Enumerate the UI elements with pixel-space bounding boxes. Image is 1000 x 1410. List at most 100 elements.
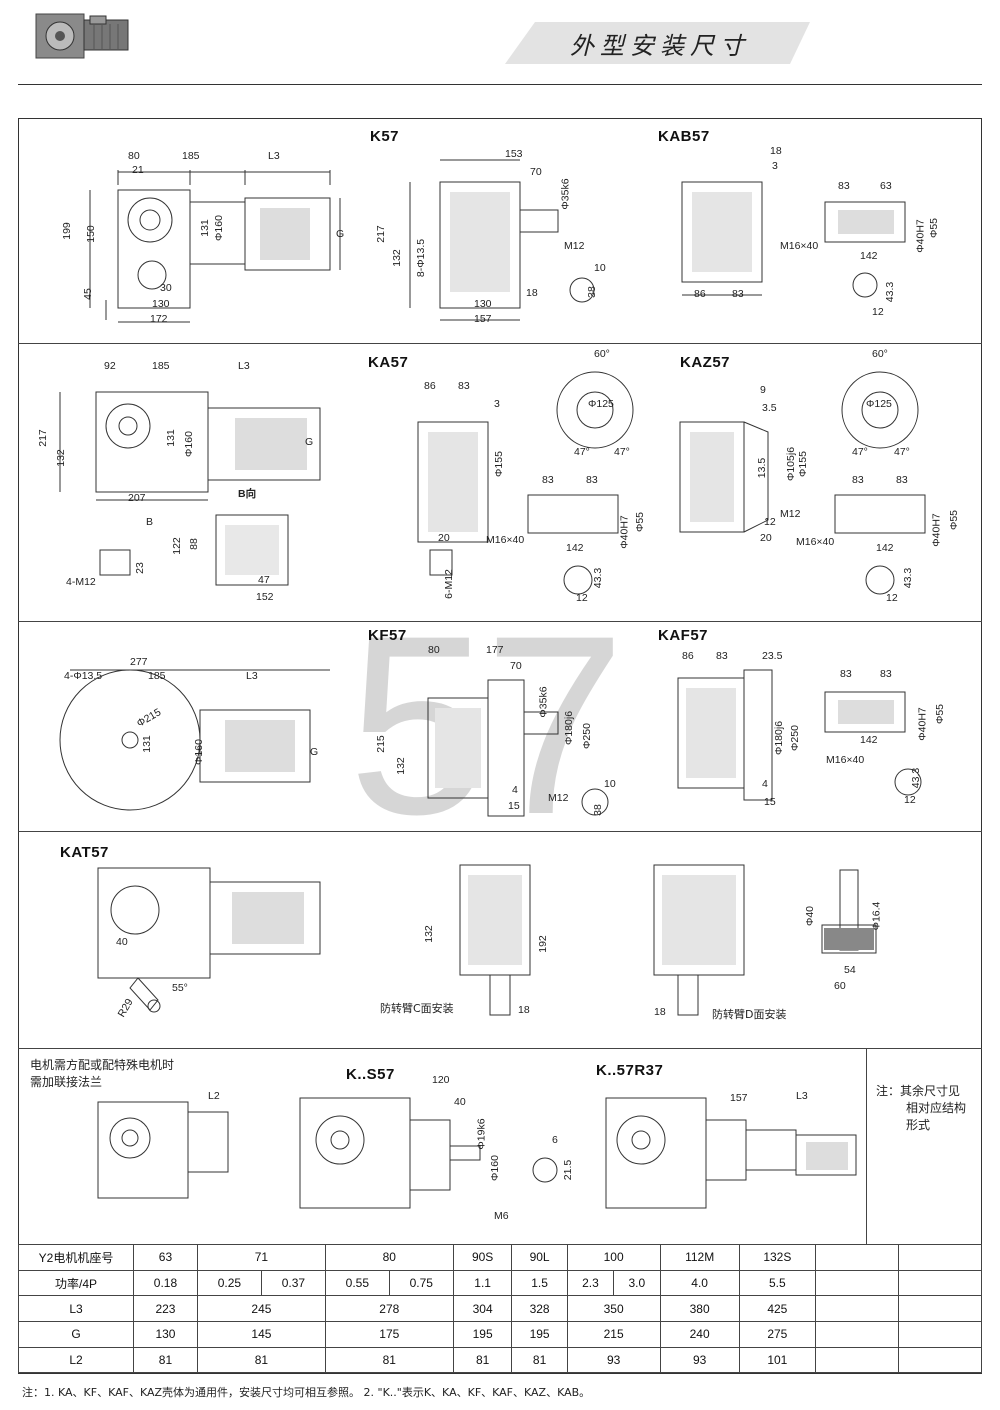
header-title-banner [505, 22, 810, 64]
dim-ks57-120: 120 [432, 1074, 450, 1086]
dim-kat57-60: 60 [834, 980, 846, 992]
dim-kf57-G: G [310, 746, 319, 758]
dim-kaf57-4: 4 [762, 778, 768, 790]
table-cell-empty [898, 1244, 982, 1271]
dim-kat57-54: 54 [844, 964, 856, 976]
table-cell: 81 [452, 1346, 513, 1374]
table-cell-empty [898, 1269, 982, 1297]
dim-kaf57-15: 15 [764, 796, 776, 808]
table-row: G 130 145 175 195 195 215 240 275 [18, 1321, 982, 1348]
row-divider [18, 621, 982, 622]
dim-kaf57-83: 83 [716, 650, 728, 662]
dim-kf57s-M12: M12 [548, 792, 569, 804]
table-cell-empty [815, 1244, 899, 1271]
row-head-G: G [18, 1321, 134, 1348]
dim-ka57s-phi155: Φ155 [492, 451, 505, 477]
table-cell: 112M [659, 1244, 740, 1271]
dim-k57-150: 150 [84, 225, 97, 243]
dim-kaf57-83a: 83 [840, 668, 852, 680]
dim-kaz57-M12: M12 [780, 508, 801, 520]
dim-kab57-63: 63 [880, 180, 892, 192]
k57-front-drawing [70, 150, 360, 330]
table-cell: 101 [738, 1346, 817, 1374]
dim-ka57s-20: 20 [438, 532, 450, 544]
table-cell: 130 [133, 1321, 198, 1348]
dim-kab57-12: 12 [872, 306, 884, 318]
table-cell: 1.5 [511, 1269, 568, 1297]
table-cell-empty [898, 1321, 982, 1348]
dim-kab57-142: 142 [860, 250, 878, 262]
dim-kaz57-83a: 83 [852, 474, 864, 486]
dim-kf57s-phi180: Φ180j6 [563, 710, 576, 746]
table-row: L3 223 245 278 304 328 350 380 425 [18, 1295, 982, 1323]
side-note-line1: 注：其余尺寸见 [876, 1084, 961, 1098]
dim-kf57s-phi35k6: Φ35k6 [537, 686, 550, 718]
dim-k57-80: 80 [128, 150, 140, 162]
dim-ka57s-43: 43.3 [592, 567, 605, 589]
dim-kaz57-12b: 12 [886, 592, 898, 604]
table-cell: 71 [196, 1244, 326, 1271]
table-cell-empty [815, 1321, 899, 1348]
dim-kf57s-4: 4 [512, 784, 518, 796]
table-cell: 145 [196, 1321, 326, 1348]
watermark-57: 57 [348, 583, 626, 868]
dim-kaz57-47b: 47° [894, 446, 910, 458]
dim-kaf57-142: 142 [860, 734, 878, 746]
table-cell: 0.18 [133, 1269, 198, 1297]
row-divider [18, 831, 982, 832]
dim-ka57-47: 47 [258, 574, 270, 586]
kab57-drawing [660, 150, 960, 330]
section-label-k57r37: K..57R37 [596, 1062, 664, 1079]
kaz57-drawing [670, 370, 970, 610]
dim-k57s-8phi13: 8-Φ13.5 [415, 238, 428, 278]
table-cell: 63 [133, 1244, 198, 1271]
dim-k57s-217: 217 [374, 225, 387, 243]
dim-kaz57-60deg: 60° [872, 348, 888, 360]
dim-kf57s-177: 177 [486, 644, 504, 656]
dim-kf57-185: 185 [148, 670, 166, 682]
kat57-arm-drawing [800, 860, 890, 1010]
dim-kf57s-80: 80 [428, 644, 440, 656]
table-row: Y2电机机座号 63 71 80 90S 90L 100 112M 132S [18, 1244, 982, 1271]
table-cell-empty [898, 1295, 982, 1323]
dim-kaz57-phi105: Φ105j6 [785, 446, 798, 482]
table-cell: 3.0 [613, 1269, 661, 1297]
dim-ka57-122: 122 [170, 537, 183, 555]
dim-ka57-Bdir: B向 [238, 488, 257, 500]
dim-kf57s-phi250: Φ250 [580, 723, 593, 749]
dim-kf57-4phi: 4-Φ13.5 [64, 670, 103, 682]
section-label-kf57: KF57 [368, 627, 407, 644]
row-divider [18, 1048, 982, 1049]
row-head-power: 功率/4P [18, 1269, 134, 1297]
dim-ka57-185: 185 [152, 360, 170, 372]
dim-k57-G: G [336, 228, 345, 240]
table-cell: 175 [324, 1321, 454, 1348]
dim-kaf57-phi180: Φ180j6 [773, 720, 786, 756]
table-cell: 4.0 [659, 1269, 740, 1297]
table-cell: 240 [659, 1321, 740, 1348]
table-cell: 304 [452, 1295, 513, 1323]
side-note-line2: 相对应结构 [906, 1101, 967, 1115]
dim-kaz57-phi40H7: Φ40H7 [930, 513, 943, 547]
dim-ka57-23: 23 [133, 562, 146, 574]
dim-k57r37-L3: L3 [796, 1090, 808, 1102]
motor-spec-table: Y2电机机座号 63 71 80 90S 90L 100 112M 132S 功… [18, 1244, 982, 1374]
kat57-d-drawing [640, 860, 800, 1020]
table-cell: 2.3 [566, 1269, 615, 1297]
dim-kaz57-142: 142 [876, 542, 894, 554]
table-cell: 5.5 [738, 1269, 817, 1297]
header-rule [18, 84, 982, 85]
row-divider [18, 343, 982, 344]
dim-k57s-18: 18 [526, 287, 538, 299]
motor-flange-drawing [90, 1090, 250, 1210]
dim-kat57c-192: 192 [536, 935, 549, 953]
dim-ks57-6: 6 [552, 1134, 558, 1146]
table-cell: 0.75 [388, 1269, 454, 1297]
dim-ka57-207: 207 [128, 492, 146, 504]
dim-kaz57-83b: 83 [896, 474, 908, 486]
dim-ka57s-60deg: 60° [594, 348, 610, 360]
table-cell: 81 [133, 1346, 198, 1374]
dim-kaz57-47a: 47° [852, 446, 868, 458]
dim-k57s-70: 70 [530, 166, 542, 178]
dim-kat57c-18: 18 [518, 1004, 530, 1016]
